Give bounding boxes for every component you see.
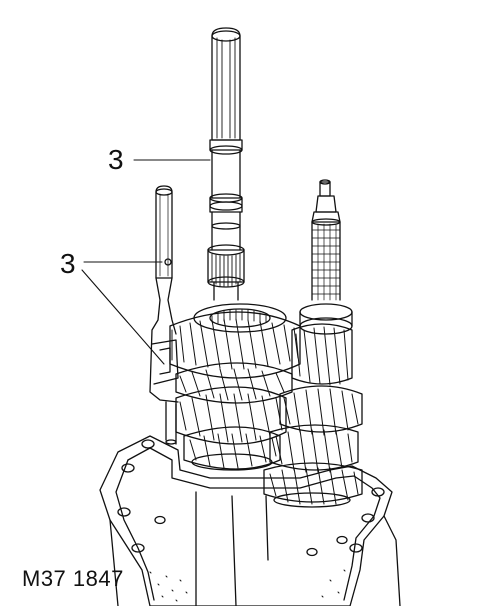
transmission-case xyxy=(99,435,401,606)
callout-label-main-shaft: 3 xyxy=(108,144,124,175)
main-gear-stack xyxy=(169,303,301,471)
callout-label-selector: 3 xyxy=(60,248,76,279)
selector-rod-and-fork xyxy=(149,185,179,445)
main-shaft xyxy=(207,27,245,301)
callout-leaders xyxy=(81,159,211,365)
case-bolt-holes xyxy=(117,439,385,557)
layshaft xyxy=(263,179,363,508)
figure-code: M37 1847 xyxy=(22,566,124,591)
casting-stipple xyxy=(149,569,346,602)
